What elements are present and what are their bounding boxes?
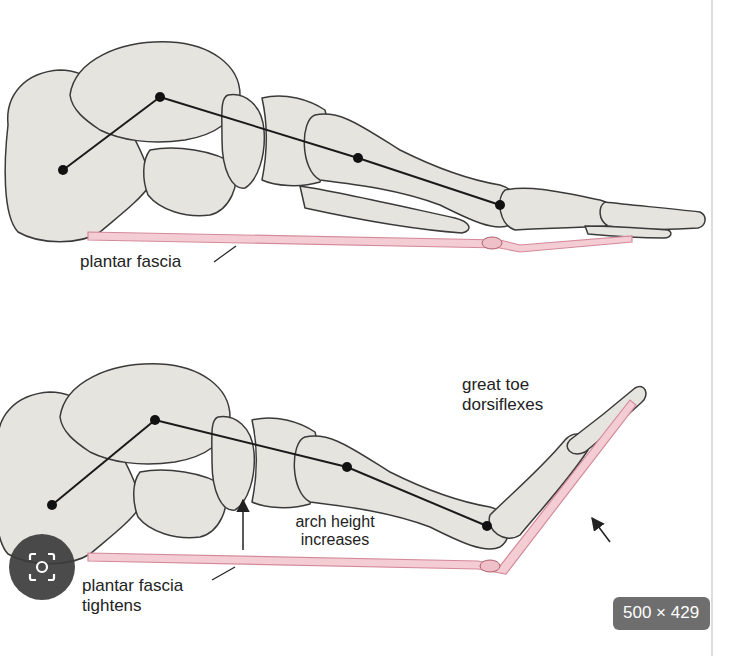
label-holder: great toe dorsiflexes bbox=[462, 375, 574, 414]
label-holder: plantar fascia tightens bbox=[82, 576, 208, 615]
motion-label: great toe dorsiflexes bbox=[462, 375, 574, 414]
part-label: plantar fascia bbox=[80, 252, 210, 272]
size-badge: 500 × 429 bbox=[613, 597, 710, 630]
badge-text: 500 × 429 bbox=[623, 603, 700, 623]
part-label: plantar fascia tightens bbox=[82, 576, 208, 615]
arch-label: arch height increases bbox=[262, 513, 408, 550]
label-holder: plantar fascia bbox=[80, 252, 210, 272]
label-holder: arch height increases bbox=[262, 513, 408, 550]
